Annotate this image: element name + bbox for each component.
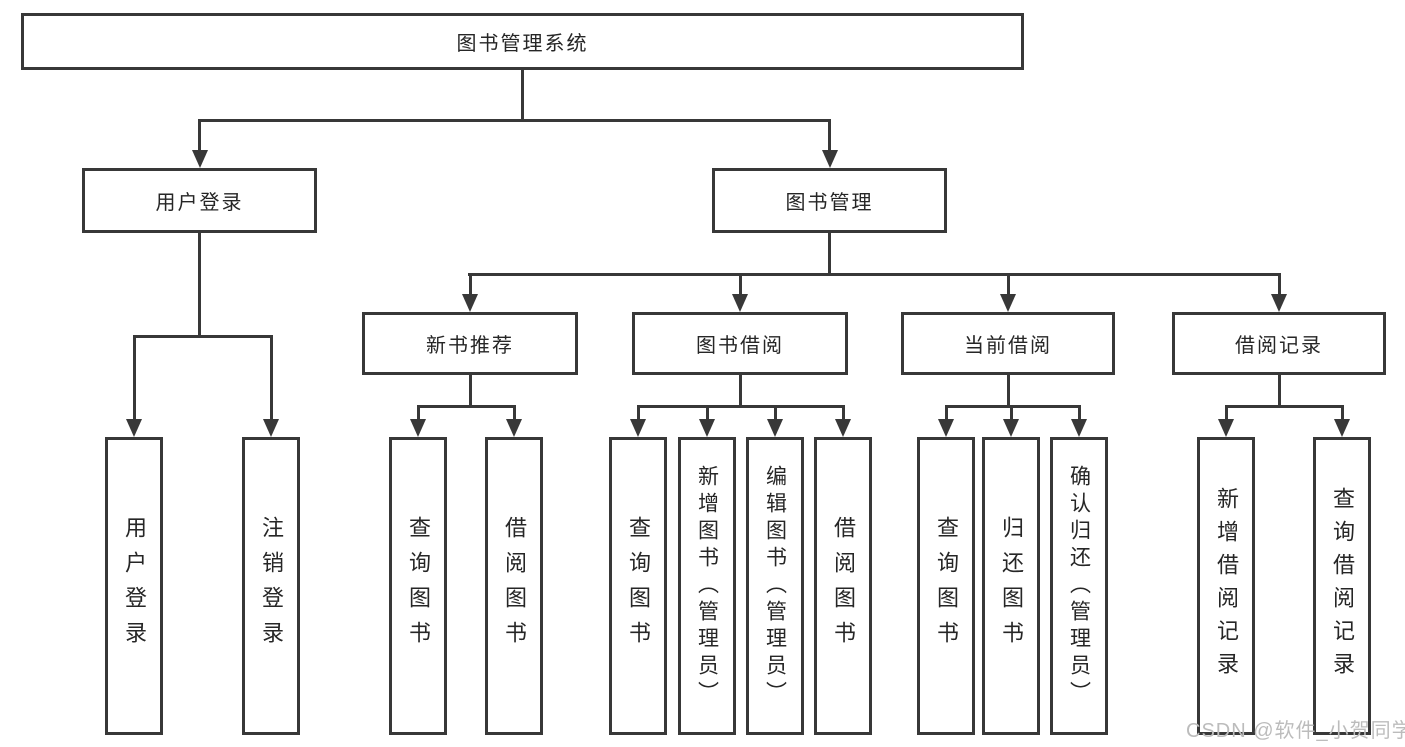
connector-stem — [1007, 273, 1010, 296]
connector-stem — [774, 405, 777, 421]
arrow-down-icon — [462, 294, 478, 312]
connector-stem — [828, 119, 831, 152]
connector-stem — [1225, 405, 1228, 421]
connector-trunk — [469, 375, 472, 408]
arrow-down-icon — [835, 419, 851, 437]
node-book-management-branch: 图书管理 — [712, 168, 947, 233]
arrow-down-icon — [263, 419, 279, 437]
node-current-borrowing: 当前借阅 — [901, 312, 1115, 375]
node-library-management-system: 图书管理系统 — [21, 13, 1024, 70]
connector-stem — [842, 405, 845, 421]
arrow-down-icon — [1071, 419, 1087, 437]
connector-user-login-trunk — [198, 233, 201, 338]
leaf-user-login: 用户登录 — [105, 437, 163, 735]
node-label: 注销登录 — [259, 516, 284, 656]
connector-rail — [637, 405, 845, 408]
connector-stem — [1278, 273, 1281, 296]
arrow-down-icon — [506, 419, 522, 437]
node-label: 查询图书 — [626, 516, 651, 656]
connector-stem — [1010, 405, 1013, 421]
arrow-down-icon — [410, 419, 426, 437]
arrow-down-icon — [822, 150, 838, 168]
arrow-down-icon — [1000, 294, 1016, 312]
leaf-return-book: 归还图书 — [982, 437, 1040, 735]
connector-trunk — [1007, 375, 1010, 408]
connector-rail — [945, 405, 1081, 408]
node-label: 查询图书 — [406, 516, 431, 656]
node-label: 图书借阅 — [696, 335, 784, 357]
arrow-down-icon — [630, 419, 646, 437]
node-label: 编辑图书（管理员） — [763, 464, 787, 708]
connector-root-trunk — [521, 70, 524, 122]
leaf-query-book-recommend: 查询图书 — [389, 437, 447, 735]
leaf-borrow-book-recommend: 借阅图书 — [485, 437, 543, 735]
arrow-down-icon — [699, 419, 715, 437]
node-label: 图书管理 — [785, 192, 874, 214]
arrow-down-icon — [732, 294, 748, 312]
arrow-down-icon — [1334, 419, 1350, 437]
leaf-query-borrow-record: 查询借阅记录 — [1313, 437, 1371, 735]
arrow-down-icon — [938, 419, 954, 437]
arrow-down-icon — [1003, 419, 1019, 437]
connector-stem — [417, 405, 420, 421]
csdn-watermark: CSDN @软件_小贺同学 — [1186, 720, 1405, 742]
leaf-query-book-borrowing: 查询图书 — [609, 437, 667, 735]
leaf-confirm-return-admin: 确认归还（管理员） — [1050, 437, 1108, 735]
node-label: 查询借阅记录 — [1330, 487, 1355, 685]
connector-stem — [739, 273, 742, 296]
node-label: 确认归还（管理员） — [1067, 464, 1091, 708]
arrow-down-icon — [1271, 294, 1287, 312]
leaf-query-book-current: 查询图书 — [917, 437, 975, 735]
leaf-edit-book-admin: 编辑图书（管理员） — [746, 437, 804, 735]
node-label: 借阅记录 — [1235, 335, 1323, 357]
connector-stem — [1341, 405, 1344, 421]
connector-level2-rail — [198, 119, 831, 122]
node-label: 图书管理系统 — [456, 33, 589, 55]
node-label: 归还图书 — [999, 516, 1024, 656]
node-label: 新增借阅记录 — [1214, 487, 1239, 685]
node-borrowing-records: 借阅记录 — [1172, 312, 1386, 375]
leaf-borrow-book: 借阅图书 — [814, 437, 872, 735]
connector-trunk — [739, 375, 742, 408]
node-label: 借阅图书 — [831, 516, 856, 656]
arrow-down-icon — [767, 419, 783, 437]
connector-stem — [706, 405, 709, 421]
connector-user-login-rail — [133, 335, 273, 338]
connector-stem — [637, 405, 640, 421]
node-label: 新书推荐 — [426, 335, 514, 357]
arrow-down-icon — [192, 150, 208, 168]
arrow-down-icon — [1218, 419, 1234, 437]
connector-level3-rail — [468, 273, 1280, 276]
arrow-down-icon — [126, 419, 142, 437]
connector-stem — [1078, 405, 1081, 421]
node-label: 用户登录 — [155, 192, 244, 214]
node-label: 新增图书（管理员） — [695, 464, 719, 708]
connector-rail — [417, 405, 516, 408]
node-new-book-recommendation: 新书推荐 — [362, 312, 578, 375]
connector-trunk — [1278, 375, 1281, 408]
connector-stem — [133, 335, 136, 421]
node-label: 借阅图书 — [502, 516, 527, 656]
leaf-add-book-admin: 新增图书（管理员） — [678, 437, 736, 735]
connector-stem — [513, 405, 516, 421]
leaf-logout: 注销登录 — [242, 437, 300, 735]
connector-book-mgmt-trunk — [828, 233, 831, 276]
connector-stem — [945, 405, 948, 421]
connector-stem — [198, 119, 201, 152]
node-label: 用户登录 — [122, 516, 147, 656]
leaf-add-borrow-record: 新增借阅记录 — [1197, 437, 1255, 735]
node-book-borrowing: 图书借阅 — [632, 312, 848, 375]
connector-stem — [270, 335, 273, 421]
connector-rail — [1225, 405, 1344, 408]
node-label: 当前借阅 — [964, 335, 1052, 357]
node-user-login-branch: 用户登录 — [82, 168, 317, 233]
connector-stem — [469, 273, 472, 296]
node-label: 查询图书 — [934, 516, 959, 656]
